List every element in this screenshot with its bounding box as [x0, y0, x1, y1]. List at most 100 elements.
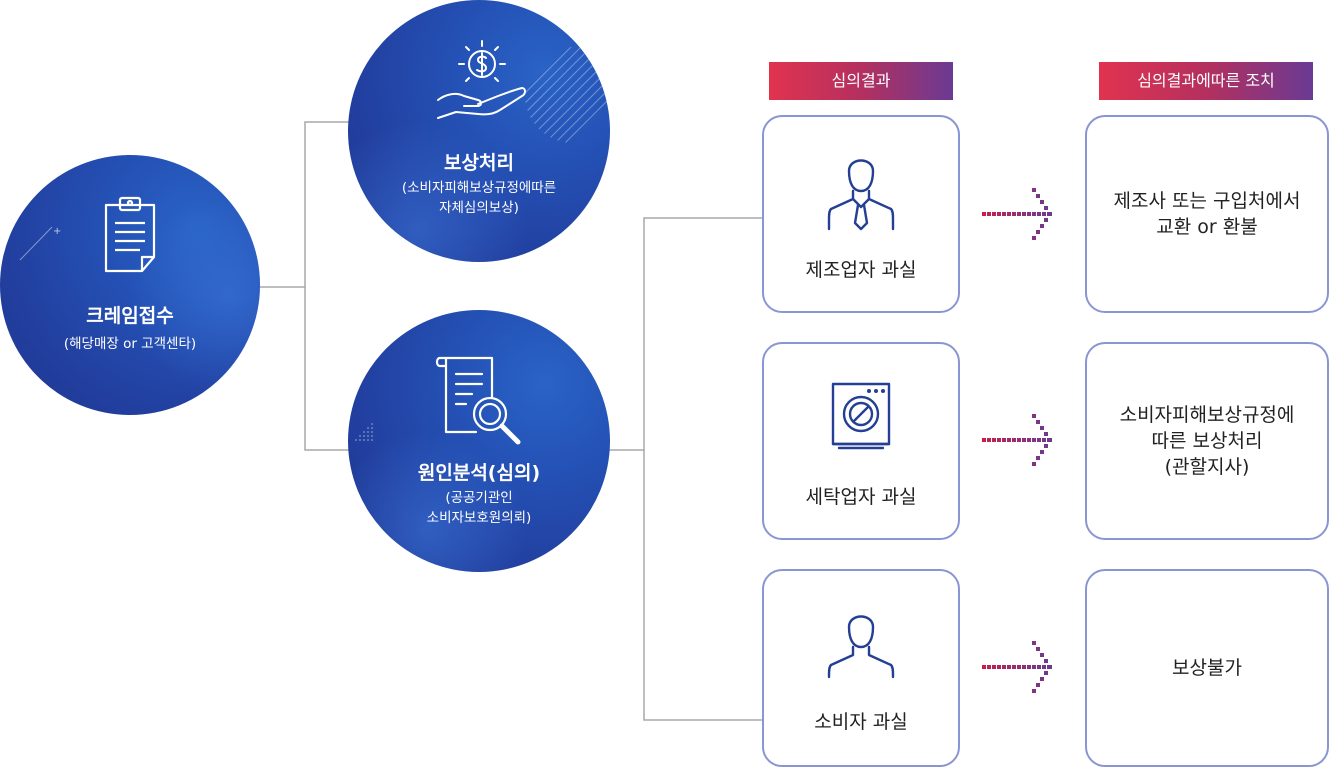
arrow-dot — [1036, 420, 1040, 424]
arrow-dot — [1027, 438, 1031, 442]
arrow-dot — [1022, 212, 1026, 216]
arrow-dot — [1036, 456, 1040, 460]
result-label-consumer: 소비자 과실 — [814, 711, 908, 733]
arrow-dot — [1002, 212, 1006, 216]
arrow-dot — [1032, 689, 1036, 693]
washing-machine-icon — [831, 382, 891, 450]
action-header: 심의결과에따른 조치 — [1099, 62, 1313, 100]
arrow-dot — [1044, 432, 1048, 436]
arrow-dot — [1042, 438, 1046, 442]
analysis-subtitle-2: 소비자보호원의뢰) — [426, 510, 532, 526]
businessman-icon — [827, 159, 895, 231]
arrow-dot — [1040, 426, 1044, 430]
arrow-dot — [1044, 218, 1048, 222]
clipboard-icon — [104, 196, 156, 273]
arrow-dot — [1012, 438, 1016, 442]
arrow-dot — [1032, 641, 1036, 645]
analysis-title: 원인분석(심의) — [417, 462, 541, 484]
arrow-dot — [992, 212, 996, 216]
action-box-compensation: 소비자피해보상규정에 따른 보상처리 (관할지사) — [1085, 342, 1329, 540]
compensation-subtitle-2: 자체심의보상) — [439, 200, 519, 216]
arrow-dot — [1002, 438, 1006, 442]
arrow-dot — [1044, 671, 1048, 675]
arrow-dot — [1037, 438, 1041, 442]
document-search-icon — [435, 356, 521, 445]
arrow-dot — [982, 438, 986, 442]
arrow-dot — [987, 438, 991, 442]
arrow-dot — [1037, 212, 1041, 216]
arrow-dot — [992, 438, 996, 442]
intake-circle: + 크레임접수 (해당매장 or 고객센타) — [0, 155, 260, 415]
result-header: 심의결과 — [769, 62, 953, 100]
compensation-title: 보상처리 — [444, 152, 514, 174]
action-2-line-2: 따른 보상처리 — [1151, 430, 1263, 452]
arrow-dot — [1017, 665, 1021, 669]
arrow-dot — [1040, 200, 1044, 204]
person-icon — [827, 615, 895, 679]
arrow-dot — [1036, 683, 1040, 687]
money-hand-icon — [437, 40, 526, 119]
arrow-dot — [1022, 665, 1026, 669]
compensation-subtitle-1: (소비자피해보상규정에따른 — [401, 180, 557, 196]
arrow-dot — [1032, 236, 1036, 240]
arrow-dot — [1032, 438, 1036, 442]
result-box-manufacturer: 제조업자 과실 — [762, 115, 960, 313]
result-label-manufacturer: 제조업자 과실 — [805, 259, 917, 281]
dotted-arrow-3 — [982, 641, 1052, 693]
action-2-line-3: (관할지사) — [1164, 456, 1250, 478]
arrow-dot — [987, 212, 991, 216]
svg-text:+: + — [53, 226, 61, 237]
arrow-dot — [1032, 414, 1036, 418]
arrow-dot — [997, 665, 1001, 669]
arrow-dot — [1044, 444, 1048, 448]
arrow-dot — [1027, 665, 1031, 669]
arrow-dot — [1048, 665, 1052, 669]
dotted-arrow-2 — [982, 414, 1052, 466]
action-3-line-1: 보상불가 — [1172, 657, 1242, 679]
sparkle-decoration: + — [19, 226, 61, 261]
arrow-dot — [1007, 438, 1011, 442]
arrow-dot — [1032, 212, 1036, 216]
action-1-line-1: 제조사 또는 구입처에서 — [1113, 190, 1301, 212]
arrow-dot — [1012, 212, 1016, 216]
dots-decoration — [355, 423, 373, 441]
action-1-line-2: 교환 or 환불 — [1156, 216, 1258, 238]
arrow-dot — [992, 665, 996, 669]
arrow-dot — [1036, 230, 1040, 234]
arrow-dot — [982, 212, 986, 216]
arrow-dot — [1037, 665, 1041, 669]
arrow-dot — [1048, 438, 1052, 442]
arrow-dot — [1002, 665, 1006, 669]
arrow-dot — [1044, 206, 1048, 210]
arrow-dot — [1040, 224, 1044, 228]
arrow-dot — [1012, 665, 1016, 669]
dotted-arrow-1 — [982, 188, 1052, 240]
arrow-dot — [1007, 212, 1011, 216]
intake-subtitle: (해당매장 or 고객센타) — [63, 336, 197, 352]
compensation-circle: 보상처리 (소비자피해보상규정에따른 자체심의보상) — [348, 0, 610, 262]
arrow-dot — [1040, 450, 1044, 454]
arrow-dot — [1007, 665, 1011, 669]
arrow-dot — [1036, 647, 1040, 651]
arrow-dot — [1044, 659, 1048, 663]
arrow-dot — [987, 665, 991, 669]
hatch-decoration — [525, 47, 610, 143]
action-2-line-1: 소비자피해보상규정에 — [1119, 404, 1295, 426]
arrow-dot — [1027, 212, 1031, 216]
analysis-subtitle-1: (공공기관인 — [445, 490, 513, 506]
arrow-dot — [1040, 677, 1044, 681]
result-box-consumer: 소비자 과실 — [762, 569, 960, 767]
arrow-dot — [1017, 212, 1021, 216]
result-box-laundry: 세탁업자 과실 — [762, 342, 960, 540]
arrow-dot — [1017, 438, 1021, 442]
arrow-dot — [1022, 438, 1026, 442]
result-label-laundry: 세탁업자 과실 — [805, 486, 917, 508]
arrow-dot — [1042, 212, 1046, 216]
arrow-dot — [1032, 665, 1036, 669]
arrow-dot — [1032, 462, 1036, 466]
intake-title: 크레임접수 — [86, 305, 174, 327]
arrow-dot — [1040, 653, 1044, 657]
arrow-dot — [1042, 665, 1046, 669]
analysis-circle: 원인분석(심의) (공공기관인 소비자보호원의뢰) — [348, 310, 610, 572]
